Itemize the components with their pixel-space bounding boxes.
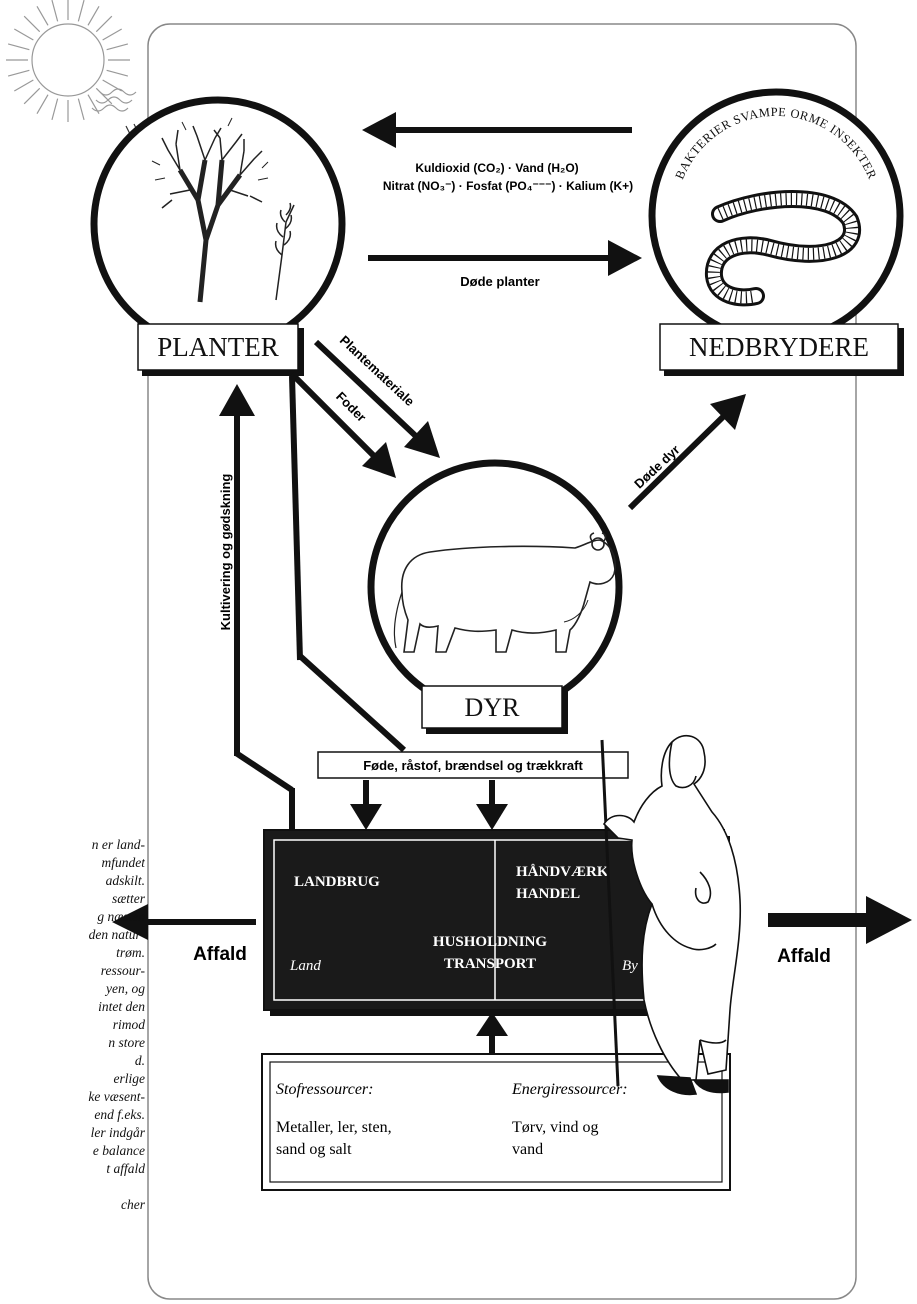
sun-ray (52, 99, 58, 120)
dyr-circle (371, 463, 619, 711)
planter-to-society-line-2 (300, 656, 404, 750)
sun-ray (78, 0, 84, 21)
return-label-line2: Nitrat (NO₃⁻) · Fosfat (PO₄⁻⁻⁻) · Kalium… (383, 179, 633, 193)
sun-ray (37, 95, 48, 114)
dead-animals-arrow (630, 412, 728, 508)
sun-ray (107, 70, 128, 76)
sun-ray (24, 16, 40, 32)
sun-ray (103, 29, 122, 40)
dead-plants-arrow-head (608, 240, 642, 276)
cultivation-arrow-head (219, 384, 255, 416)
sun-ray (88, 6, 99, 25)
transport-label: TRANSPORT (444, 956, 536, 972)
sun-ray (14, 80, 33, 91)
stof-line1: Metaller, ler, sten, (276, 1119, 392, 1136)
haandvaerk-label: HÅNDVÆRK (516, 864, 609, 880)
planter-circle (94, 100, 342, 348)
sun-ray (52, 0, 58, 21)
products-arrow-mid-head (476, 804, 508, 830)
energi-line1: Tørv, vind og (512, 1119, 599, 1136)
dyr-label: DYR (465, 693, 521, 722)
sun-ray (78, 99, 84, 120)
sun-ray (8, 44, 29, 50)
husholdning-label: HUSHOLDNING (433, 934, 548, 950)
sun-ray (8, 70, 29, 76)
return-label-line1: Kuldioxid (CO₂) · Vand (H₂O) (415, 161, 578, 175)
planter-label: PLANTER (157, 332, 279, 362)
energi-title: Energiressourcer: (511, 1081, 628, 1098)
waste-right-arrow-head (866, 896, 912, 944)
waste-right-label: Affald (777, 946, 831, 967)
side-text-fragment: n er land- mfundet adskilt. sætter g næs… (0, 836, 145, 1214)
products-arrow-left-head (350, 804, 382, 830)
land-label: Land (289, 958, 321, 974)
stof-title: Stofressourcer: (276, 1081, 373, 1098)
planter-to-society-line (292, 376, 300, 660)
sun-icon (6, 0, 136, 122)
landbrug-label: LANDBRUG (294, 874, 380, 890)
dead-plants-label: Døde planter (460, 274, 539, 289)
waste-left-label: Affald (193, 944, 247, 965)
sun-ray (24, 88, 40, 104)
products-label: Føde, råstof, brændsel og trækkraft (363, 758, 583, 773)
sun-ray (37, 6, 48, 25)
cultivation-label: Kultivering og gødskning (218, 474, 233, 631)
energi-line2: vand (512, 1141, 543, 1158)
nedbrydere-label: NEDBRYDERE (689, 332, 869, 362)
sun-ray (96, 16, 112, 32)
cultivation-arrow-stem (236, 753, 292, 790)
handel-label: HANDEL (516, 886, 580, 902)
return-arrow-head (362, 112, 396, 148)
stof-line2: sand og salt (276, 1141, 352, 1158)
nedbrydere-circle (652, 92, 900, 340)
sun-ray (107, 44, 128, 50)
sun-ray (14, 29, 33, 40)
by-label: By (622, 958, 638, 974)
